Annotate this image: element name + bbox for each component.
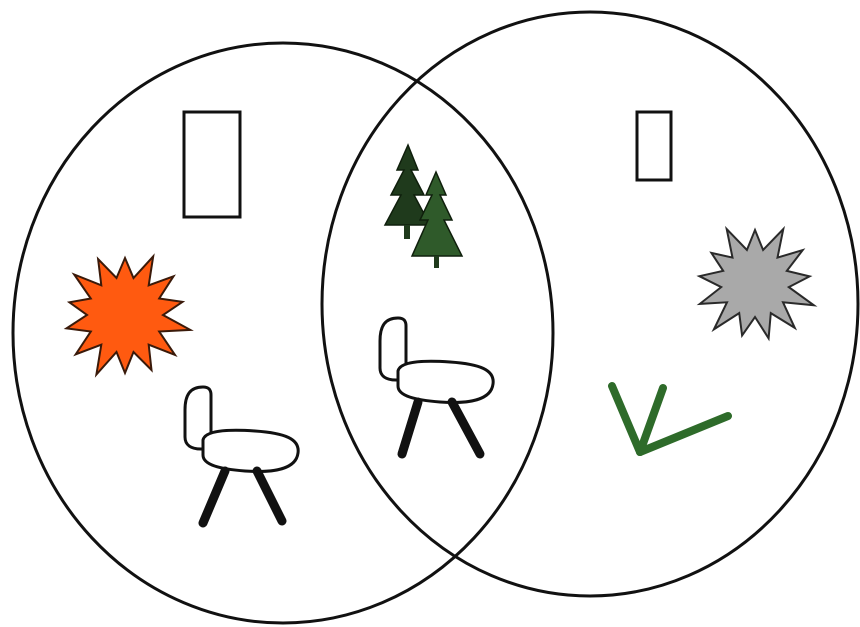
small-rectangle-icon	[637, 112, 671, 180]
tall-rectangle-icon	[184, 112, 240, 217]
gray-sunburst-icon	[699, 229, 814, 338]
chair-icon-left	[185, 387, 298, 523]
green-checkmark-icon	[612, 386, 728, 452]
orange-sunburst-icon	[67, 256, 191, 374]
pine-tree-icon	[385, 145, 462, 268]
chair-icon-center	[380, 318, 493, 454]
